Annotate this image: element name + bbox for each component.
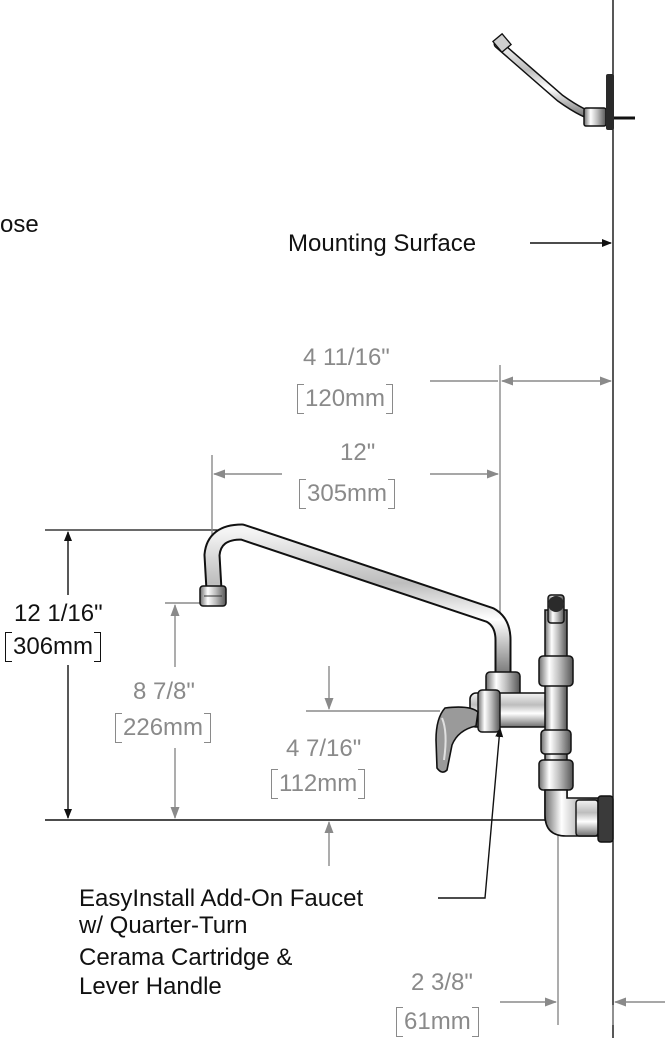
note-leader-line — [438, 727, 504, 899]
outlet-height-metric: 226mm — [115, 712, 212, 744]
outlet-height-imperial: 8 7/8" — [133, 678, 195, 705]
note-line-2: w/ Quarter-Turn — [79, 912, 248, 939]
wall-inlet-imperial: 4 11/16" — [303, 344, 390, 371]
handle-height-metric: 112mm — [271, 768, 366, 800]
note-line-3: Cerama Cartridge & — [79, 944, 293, 971]
partial-label-text: ose — [0, 211, 39, 238]
wall-offset-metric: 61mm — [396, 1006, 479, 1038]
overall-height-metric: 306mm — [5, 631, 102, 663]
spout-reach-imperial: 12" — [340, 439, 376, 466]
spout-reach-metric: 305mm — [299, 478, 396, 510]
handle-height-imperial: 4 7/16" — [286, 735, 362, 762]
faucet-illustration-icon — [199, 523, 614, 843]
note-line-4: Lever Handle — [79, 973, 222, 1000]
overall-height-imperial: 12 1/16" — [14, 600, 103, 627]
wall-inlet-metric: 120mm — [297, 383, 394, 415]
note-line-1: EasyInstall Add-On Faucet — [79, 885, 364, 912]
wall-offset-imperial: 2 3/8" — [411, 969, 473, 996]
top-wall-bracket-icon — [491, 32, 635, 130]
mounting-surface-label: Mounting Surface — [288, 230, 477, 257]
